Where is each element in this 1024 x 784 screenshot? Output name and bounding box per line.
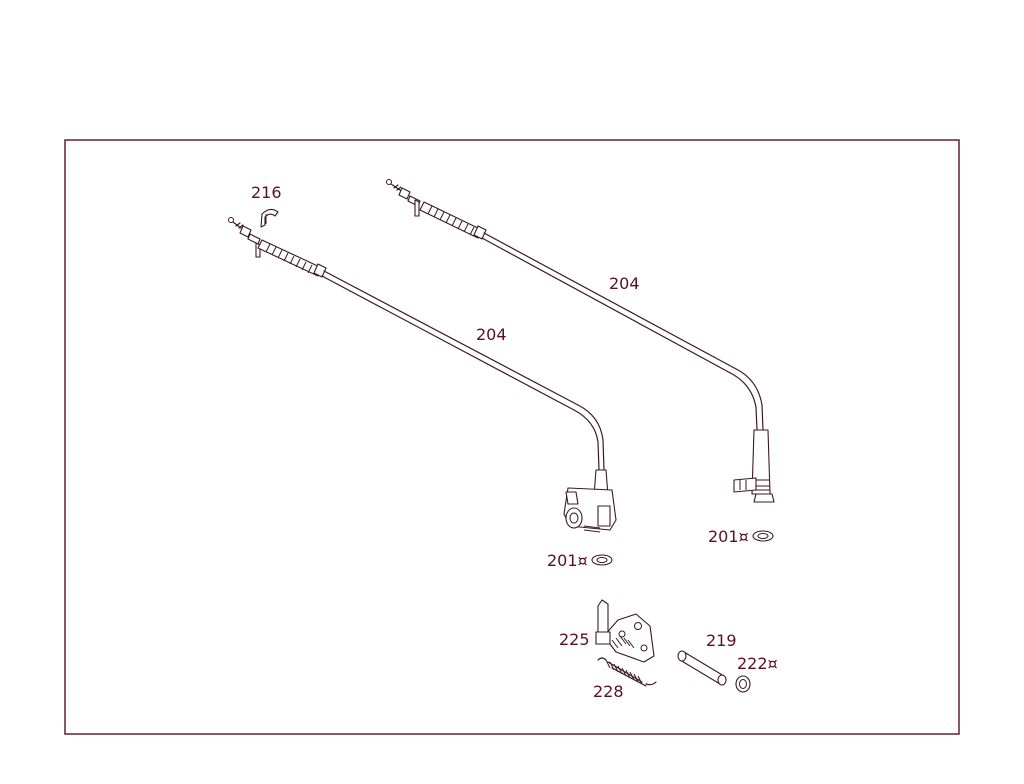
ring-222: [735, 675, 751, 693]
washer-201-right: [752, 530, 774, 542]
label-216: 216: [251, 183, 282, 202]
label-228: 228: [593, 682, 624, 701]
label-204-left: 204: [476, 325, 507, 344]
spring-228: [597, 657, 657, 687]
clip-216: [260, 208, 279, 228]
pin-219: [677, 650, 727, 686]
bracket-225: [595, 599, 655, 663]
label-219: 219: [706, 631, 737, 650]
cable-left: [228, 217, 617, 533]
label-201-right: 201¤: [708, 527, 749, 546]
label-225: 225: [559, 630, 590, 649]
cable-right: [386, 179, 775, 503]
diagram-frame: [64, 139, 960, 735]
label-201-left: 201¤: [547, 551, 588, 570]
label-204-right: 204: [609, 274, 640, 293]
label-222: 222¤: [737, 654, 778, 673]
washer-201-left: [591, 554, 613, 566]
